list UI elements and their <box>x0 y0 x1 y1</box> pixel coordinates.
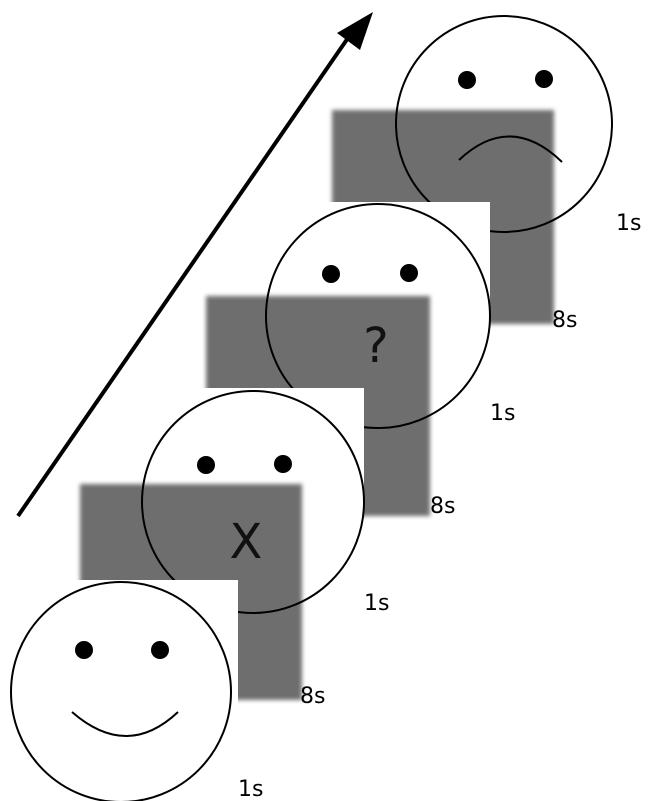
happy-face <box>10 581 232 801</box>
x-symbol: X <box>230 514 263 570</box>
question-symbol: ? <box>363 318 388 374</box>
eye-icon <box>400 264 418 282</box>
square-3-duration: 8s <box>552 308 577 333</box>
eye-icon <box>322 265 340 283</box>
x-face-duration: 1s <box>364 591 389 616</box>
square-2-duration: 8s <box>430 494 455 519</box>
frown-mouth-icon <box>458 135 563 163</box>
sad-face-duration: 1s <box>616 211 641 236</box>
x-face: X <box>141 390 365 614</box>
eye-icon <box>458 71 476 89</box>
eye-icon <box>151 641 169 659</box>
eye-icon <box>274 455 292 473</box>
question-face-duration: 1s <box>490 401 515 426</box>
eye-icon <box>75 641 93 659</box>
question-face: ? <box>265 203 491 429</box>
happy-face-duration: 1s <box>238 777 263 801</box>
square-1-duration: 8s <box>300 684 325 709</box>
smile-mouth-icon <box>71 711 179 737</box>
sad-face <box>395 15 613 233</box>
time-arrow-icon <box>16 12 373 518</box>
eye-icon <box>197 456 215 474</box>
eye-icon <box>535 70 553 88</box>
